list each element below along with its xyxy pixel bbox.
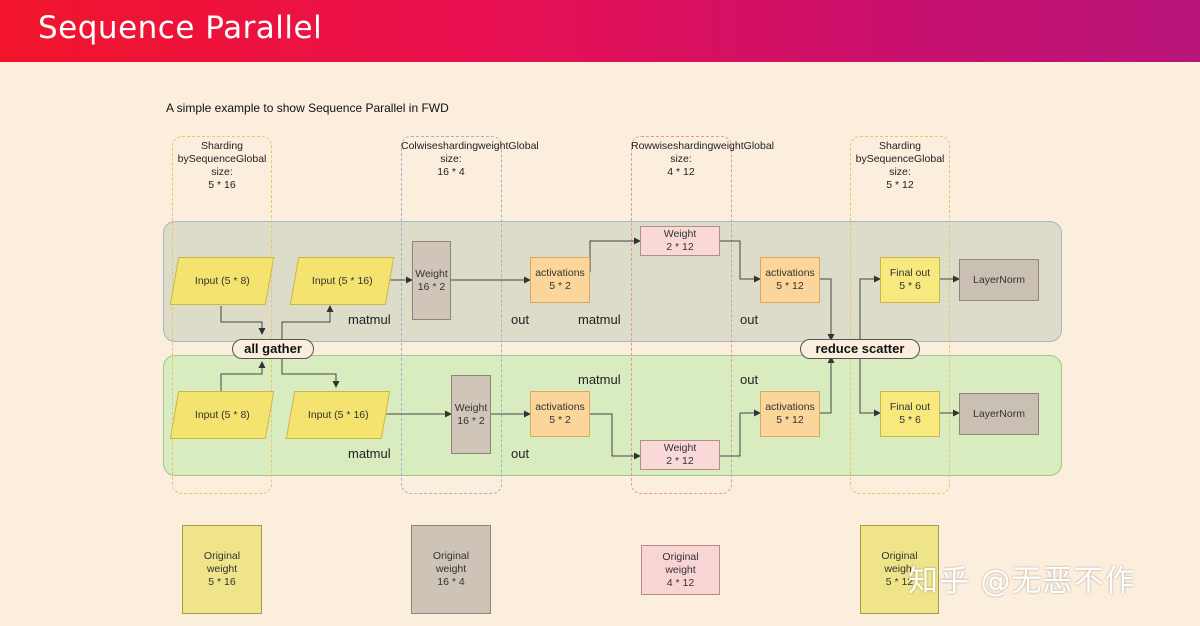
column-frame-colwise-weight	[401, 136, 502, 494]
out-label-bottom-2: out	[740, 372, 759, 387]
column-frame-rowwise-weight	[631, 136, 732, 494]
diagram-subtitle: A simple example to show Sequence Parall…	[166, 101, 449, 115]
title-bar: Sequence Parallel	[0, 0, 1200, 62]
column-header-2: ColwiseshardingweightGlobal size:16 * 4	[401, 140, 539, 178]
bottom-input-5x16: Input (5 * 16)	[285, 391, 391, 439]
all-gather-op: all gather	[232, 339, 314, 359]
reduce-scatter-op: reduce scatter	[800, 339, 920, 359]
bottom-input-5x8: Input (5 * 8)	[169, 391, 275, 439]
matmul-label-bottom-right: matmul	[578, 372, 621, 387]
top-layernorm: LayerNorm	[959, 259, 1039, 301]
matmul-label-top-left: matmul	[348, 312, 391, 327]
top-input-5x16: Input (5 * 16)	[289, 257, 395, 305]
column-header-3: RowwiseshardingweightGlobal size:4 * 12	[631, 140, 775, 178]
out-label-top-2: out	[740, 312, 759, 327]
top-input-5x8: Input (5 * 8)	[169, 257, 275, 305]
matmul-label-bottom-left: matmul	[348, 446, 391, 461]
out-label-bottom-1: out	[511, 446, 530, 461]
column-frame-sequence-output	[850, 136, 950, 494]
out-label-top-1: out	[511, 312, 530, 327]
page-title: Sequence Parallel	[38, 10, 323, 46]
column-header-4: Sharding bySequenceGlobal size:5 * 12	[855, 140, 945, 191]
column-header-1: Sharding bySequenceGlobal size:5 * 16	[177, 140, 267, 191]
matmul-label-top-right: matmul	[578, 312, 621, 327]
column-frame-sequence-input	[172, 136, 272, 494]
bottom-layernorm: LayerNorm	[959, 393, 1039, 435]
watermark: 知乎 @无恶不作	[908, 564, 1136, 599]
